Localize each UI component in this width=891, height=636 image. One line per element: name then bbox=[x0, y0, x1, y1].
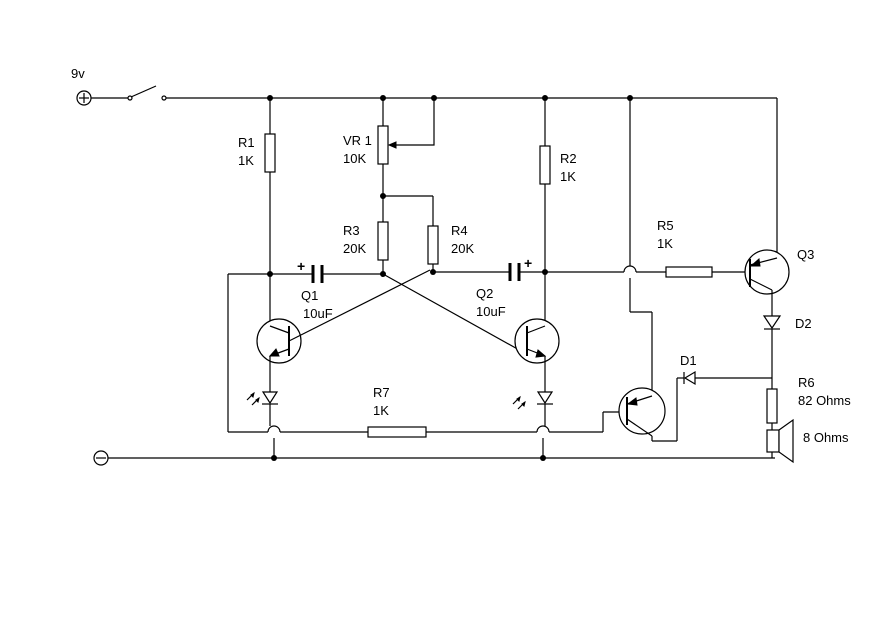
r4-label: R4 bbox=[451, 223, 468, 238]
r1-label: R1 bbox=[238, 135, 255, 150]
transistor-q3 bbox=[744, 249, 790, 295]
positive-terminal bbox=[76, 90, 92, 106]
q3-label: Q3 bbox=[797, 247, 814, 262]
resistor-r3 bbox=[377, 221, 389, 261]
resistor-r7 bbox=[367, 426, 427, 438]
resistor-r1 bbox=[264, 133, 276, 173]
r3-label: R3 bbox=[343, 223, 360, 238]
q1-value: 10uF bbox=[303, 306, 333, 321]
junction-dots bbox=[267, 95, 633, 461]
vr1-value: 10K bbox=[343, 151, 366, 166]
resistor-r6 bbox=[766, 388, 778, 424]
negative-terminal bbox=[93, 450, 109, 466]
q2-label: Q2 bbox=[476, 286, 493, 301]
resistor-r5 bbox=[665, 266, 713, 278]
vr1-label: VR 1 bbox=[343, 133, 372, 148]
transistor-right bbox=[514, 318, 560, 364]
diode-d1 bbox=[683, 370, 696, 386]
q1-label: Q1 bbox=[301, 288, 318, 303]
led-right bbox=[512, 391, 554, 410]
transistor-output-driver bbox=[618, 387, 666, 437]
r5-value: 1K bbox=[657, 236, 673, 251]
speaker bbox=[766, 418, 794, 464]
r6-value: 82 Ohms bbox=[798, 393, 851, 408]
speaker-label: 8 Ohms bbox=[803, 430, 849, 445]
power-switch bbox=[127, 85, 167, 101]
r7-label: R7 bbox=[373, 385, 390, 400]
supply-voltage-label: 9v bbox=[71, 66, 85, 81]
d1-label: D1 bbox=[680, 353, 697, 368]
resistor-r2 bbox=[539, 145, 551, 185]
potentiometer-vr1 bbox=[377, 125, 389, 165]
diode-d2 bbox=[762, 315, 782, 330]
r5-label: R5 bbox=[657, 218, 674, 233]
r3-value: 20K bbox=[343, 241, 366, 256]
capacitor-q1 bbox=[311, 265, 324, 283]
resistor-r4 bbox=[427, 225, 439, 265]
r6-label: R6 bbox=[798, 375, 815, 390]
transistor-left bbox=[256, 318, 302, 364]
r4-value: 20K bbox=[451, 241, 474, 256]
r2-label: R2 bbox=[560, 151, 577, 166]
r1-value: 1K bbox=[238, 153, 254, 168]
q2-value: 10uF bbox=[476, 304, 506, 319]
capacitor-q2-plus: + bbox=[524, 255, 532, 271]
led-left bbox=[246, 391, 279, 406]
capacitor-q2 bbox=[508, 263, 521, 281]
d2-label: D2 bbox=[795, 316, 812, 331]
capacitor-q1-plus: + bbox=[297, 258, 305, 274]
r2-value: 1K bbox=[560, 169, 576, 184]
r7-value: 1K bbox=[373, 403, 389, 418]
